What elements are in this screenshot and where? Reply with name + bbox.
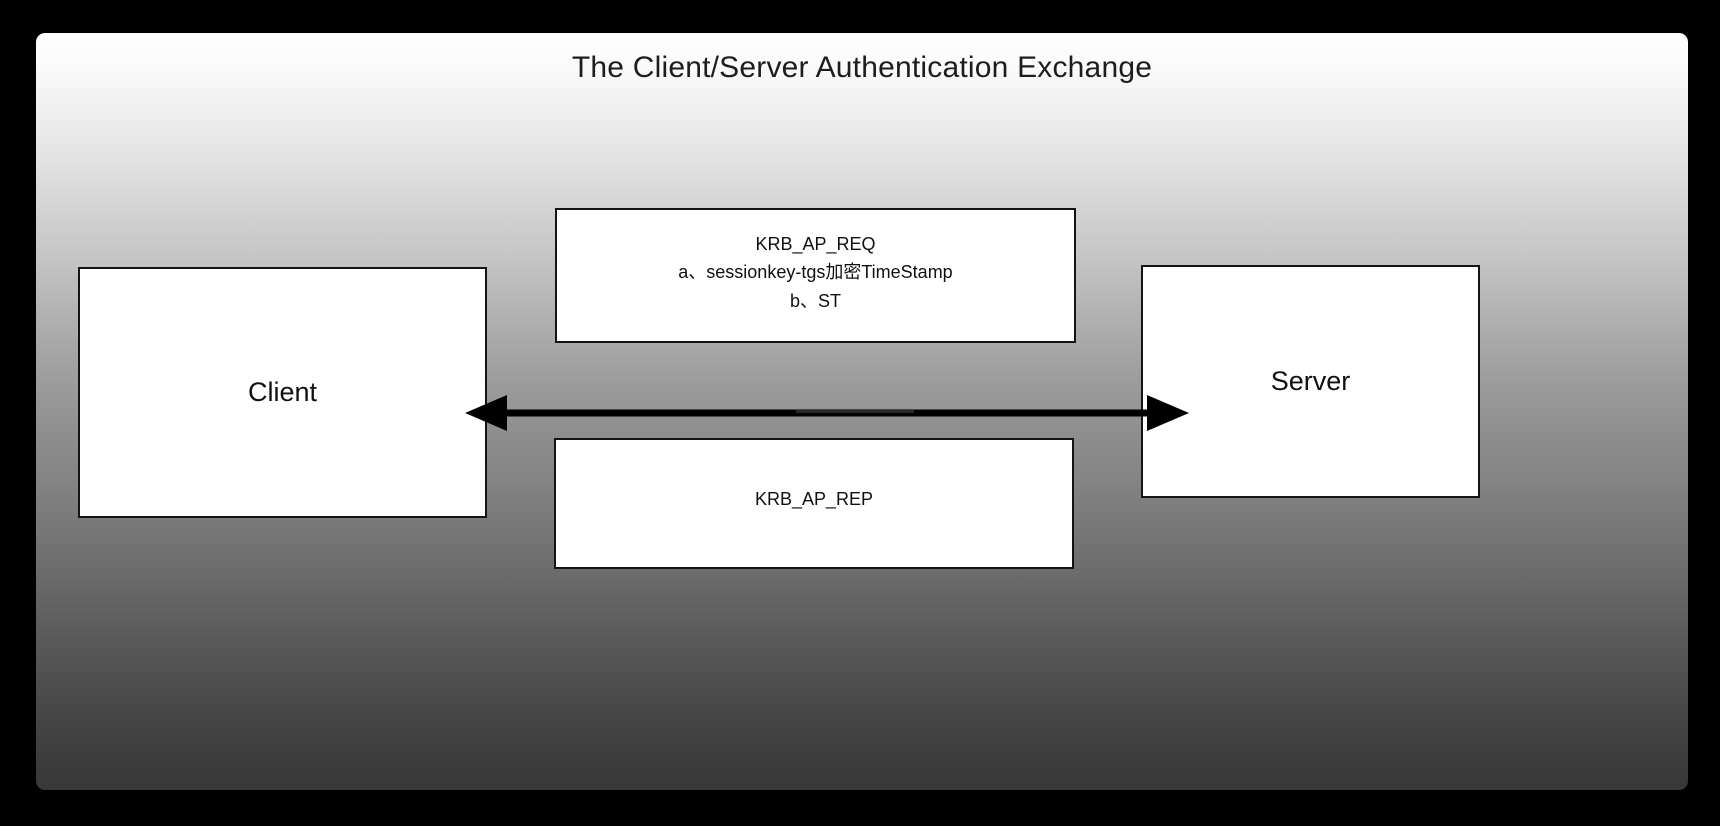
message-line: KRB_AP_REQ	[755, 234, 876, 254]
message-line: a、sessionkey-tgs加密TimeStamp	[678, 262, 953, 283]
page-title: The Client/Server Authentication Exchang…	[571, 51, 1153, 84]
node-client[interactable]: Client	[78, 267, 487, 518]
message-line: KRB_AP_REP	[754, 489, 874, 509]
node-client-label: Client	[247, 377, 318, 408]
diagram-canvas: The Client/Server Authentication Exchang…	[36, 33, 1688, 790]
message-box-krb-ap-req[interactable]: KRB_AP_REQ a、sessionkey-tgs加密TimeStamp b…	[555, 208, 1076, 343]
node-server-label: Server	[1270, 366, 1351, 397]
client-server-connector[interactable]	[461, 395, 1191, 431]
message-line: b、ST	[789, 290, 841, 311]
double-arrow-icon	[465, 395, 1189, 431]
node-server[interactable]: Server	[1141, 265, 1480, 498]
message-box-krb-ap-rep[interactable]: KRB_AP_REP	[554, 438, 1074, 569]
arrow-shaft-artifact	[796, 410, 914, 413]
